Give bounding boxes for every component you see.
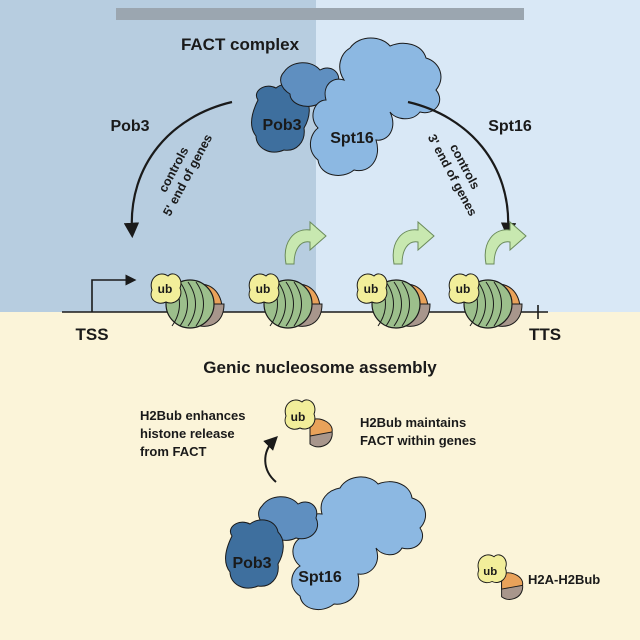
nucleosome-ub-label-2: ub bbox=[256, 282, 271, 296]
legend-h2a-h2bub-icon: ub bbox=[477, 554, 524, 600]
nucleosome-4: ub bbox=[448, 220, 527, 329]
dna-wrap-2-3 bbox=[285, 281, 294, 327]
green-release-arrow-2 bbox=[392, 220, 435, 265]
note-left: H2Bub enhances histone release from FACT bbox=[140, 408, 249, 459]
nucleosome-ub-label-3: ub bbox=[364, 282, 379, 296]
note-right-line-1: H2Bub maintains bbox=[360, 415, 466, 430]
green-release-arrow-1 bbox=[284, 220, 327, 265]
dna-wrap-2-4 bbox=[293, 281, 302, 327]
center-ub-shape bbox=[284, 399, 316, 430]
nucleosome-3: ub bbox=[356, 220, 435, 329]
note-right: H2Bub maintains FACT within genes bbox=[360, 415, 476, 448]
note-left-line-3: from FACT bbox=[140, 444, 207, 459]
fact-complex-top: Pob3 Spt16 bbox=[251, 37, 442, 176]
nucleosome-ub-2 bbox=[248, 273, 280, 304]
note-left-line-2: histone release bbox=[140, 426, 235, 441]
top-gray-bar bbox=[116, 8, 524, 20]
nucleosome-ub-3 bbox=[356, 273, 388, 304]
legend-ub-shape bbox=[477, 554, 507, 584]
spt16-label-top: Spt16 bbox=[330, 130, 374, 147]
tss-label: TSS bbox=[75, 325, 108, 344]
legend: ub H2A-H2Bub bbox=[477, 554, 600, 600]
dna-wrap-1-4 bbox=[195, 281, 204, 327]
legend-label: H2A-H2Bub bbox=[528, 572, 600, 587]
h2bub-center: ub bbox=[284, 399, 333, 448]
title: FACT complex bbox=[181, 35, 300, 54]
tts-label: TTS bbox=[529, 325, 561, 344]
dna-wrap-1-2 bbox=[179, 281, 188, 327]
release-arrow bbox=[263, 436, 278, 483]
tss-arrow bbox=[91, 274, 137, 312]
dna-wrap-4-3 bbox=[485, 281, 494, 327]
pob3-label-bottom: Pob3 bbox=[232, 555, 271, 572]
background-left-panel bbox=[0, 0, 316, 312]
spt16-shape-top bbox=[310, 37, 442, 176]
note-left-line-1: H2Bub enhances bbox=[140, 408, 245, 423]
legend-ub-label: ub bbox=[483, 566, 497, 578]
pob3-shape-bottom bbox=[225, 519, 284, 589]
dna-wrap-3-2 bbox=[385, 281, 394, 327]
nucleosome-ub-label-4: ub bbox=[456, 282, 471, 296]
left-subunit-label: Pob3 bbox=[110, 118, 149, 135]
pob3-label-top: Pob3 bbox=[262, 117, 301, 134]
section-title: Genic nucleosome assembly bbox=[203, 358, 437, 377]
spt16-label-bottom: Spt16 bbox=[298, 569, 342, 586]
dna-wrap-3-3 bbox=[393, 281, 402, 327]
nucleosome-ub-4 bbox=[448, 273, 480, 304]
green-release-arrow-3 bbox=[484, 220, 527, 265]
dna-wrap-3-4 bbox=[401, 281, 410, 327]
nucleosome-1: ub bbox=[150, 273, 225, 329]
right-subunit-label: Spt16 bbox=[488, 118, 532, 135]
center-h2a-h2bub: ub bbox=[284, 399, 333, 448]
dna-wrap-1-3 bbox=[187, 281, 196, 327]
nucleosome-ub-label-1: ub bbox=[158, 282, 173, 296]
nucleosome-row: ub ub ub ub bbox=[150, 220, 527, 329]
dna-wrap-4-4 bbox=[493, 281, 502, 327]
dna-wrap-4-2 bbox=[477, 281, 486, 327]
right-curved-arrow bbox=[407, 100, 517, 239]
center-ub-label: ub bbox=[291, 410, 306, 424]
left-curved-arrow bbox=[123, 100, 233, 239]
fact-complex-bottom: Pob3 Spt16 bbox=[225, 476, 427, 611]
dna-wrap-2-2 bbox=[277, 281, 286, 327]
nucleosome-ub-1 bbox=[150, 273, 182, 304]
legend-h2a-h2bub: ub bbox=[477, 554, 524, 600]
nucleosome-2: ub bbox=[248, 220, 327, 329]
note-right-line-2: FACT within genes bbox=[360, 433, 476, 448]
